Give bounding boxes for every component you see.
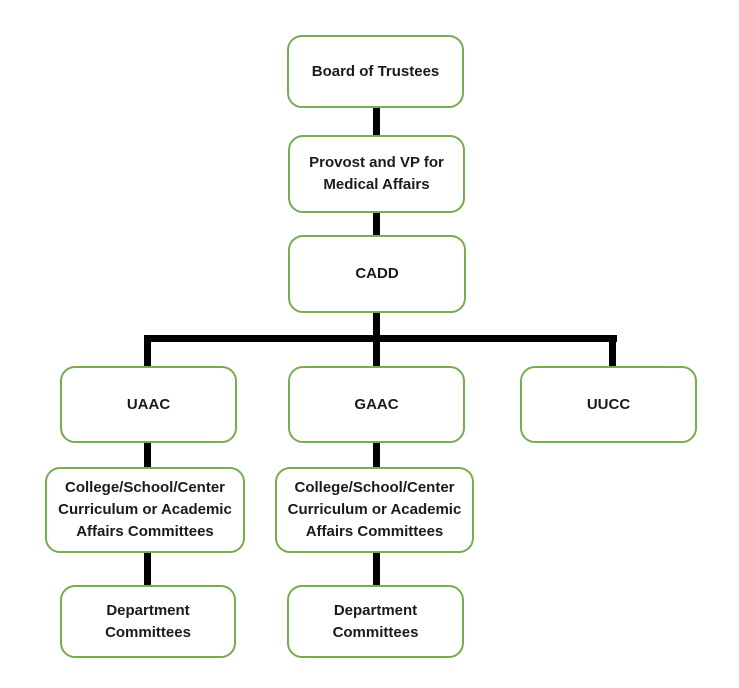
node-label: College/School/Center Curriculum or Acad… <box>287 479 462 540</box>
node-label: GAAC <box>354 395 399 413</box>
node-board-of-trustees: Board of Trustees <box>287 35 464 108</box>
node-provost-vp-medical-affairs: Provost and VP for Medical Affairs <box>288 135 465 213</box>
node-uaac: UAAC <box>60 366 237 443</box>
branch-horizontal-bar <box>144 335 617 342</box>
node-label: CADD <box>355 265 399 282</box>
node-label: Department Committees <box>332 601 419 641</box>
node-label: UAAC <box>126 395 171 413</box>
node-label: College/School/Center Curriculum or Acad… <box>58 479 232 540</box>
node-uucc: UUCC <box>520 366 697 443</box>
connector-gaac-to-college-committees <box>373 442 380 468</box>
node-label: UUCC <box>586 395 631 413</box>
node-gaac-department-committees: Department Committees <box>287 585 464 658</box>
connector-provost-to-cadd <box>373 212 380 236</box>
node-uaac-college-school-center-committees: College/School/Center Curriculum or Acad… <box>45 467 245 553</box>
connector-bar-to-uaac <box>144 340 151 367</box>
node-label: Department Committees <box>105 601 191 641</box>
node-cadd: CADD <box>288 235 466 313</box>
connector-college-to-department-left <box>144 552 151 586</box>
connector-board-to-provost <box>373 107 380 136</box>
connector-bar-to-uucc <box>609 340 616 367</box>
connector-cadd-to-branch-bar <box>373 312 380 338</box>
node-uaac-department-committees: Department Committees <box>60 585 236 658</box>
node-gaac: GAAC <box>288 366 465 443</box>
connector-uaac-to-college-committees <box>144 442 151 468</box>
node-label: Provost and VP for Medical Affairs <box>309 154 444 193</box>
node-gaac-college-school-center-committees: College/School/Center Curriculum or Acad… <box>275 467 474 553</box>
connector-college-to-department-middle <box>373 552 380 586</box>
node-label: Board of Trustees <box>311 62 440 80</box>
connector-bar-to-gaac <box>373 340 380 367</box>
